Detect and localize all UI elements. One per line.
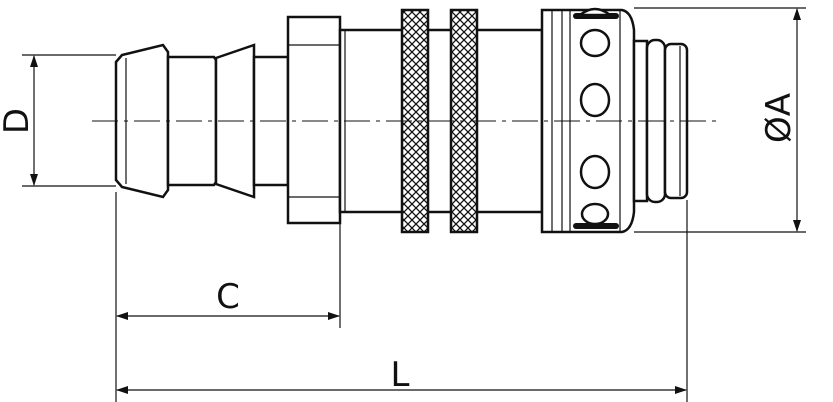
dimension-d: D (0, 55, 38, 186)
dimension-c-label: C (216, 277, 240, 317)
hex-collar (286, 15, 342, 225)
dimension-l-label: L (391, 355, 410, 395)
extension-lines (22, 7, 806, 402)
dimension-a-label: ØA (759, 93, 799, 143)
dimension-c: C (116, 277, 340, 320)
dimension-d-label: D (0, 108, 37, 134)
dimension-a: ØA (759, 8, 801, 232)
dimension-l: L (116, 355, 687, 395)
locking-sleeve (540, 7, 636, 234)
